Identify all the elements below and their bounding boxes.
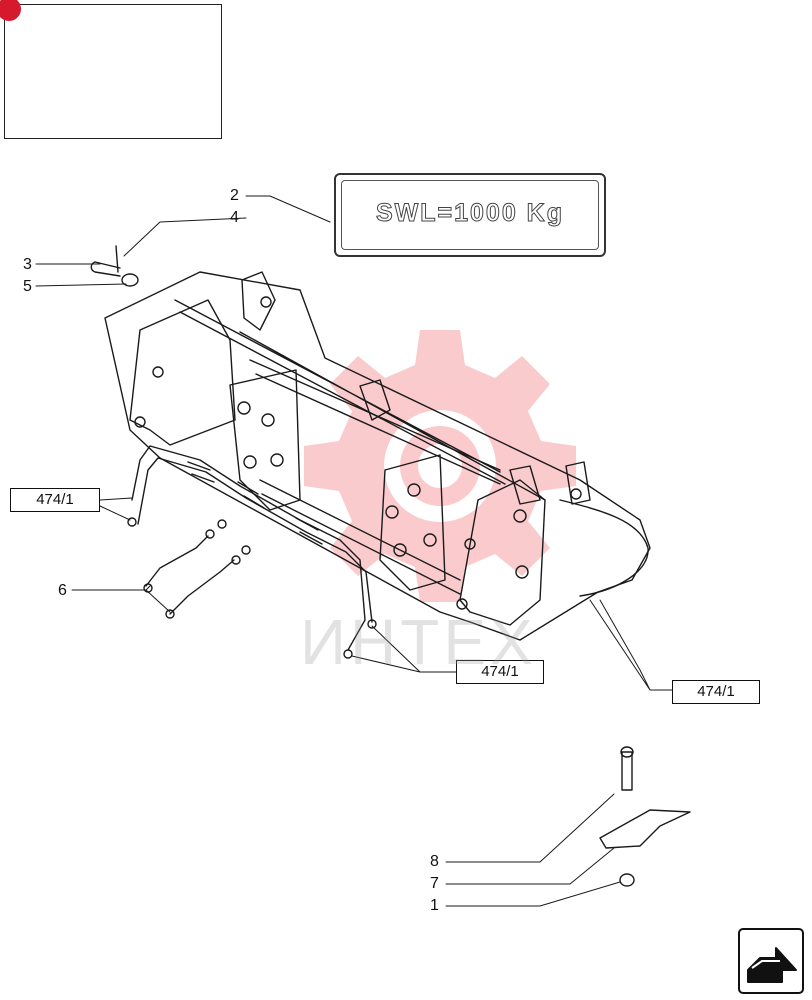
bolt-8 xyxy=(621,751,633,791)
coupler-plate-left xyxy=(229,369,301,511)
hose-fittings xyxy=(187,461,323,545)
upper-lugs xyxy=(241,271,591,505)
callout-5: 5 xyxy=(23,278,32,295)
next-page-button[interactable] xyxy=(738,928,804,994)
tube-assembly-6b xyxy=(169,559,235,615)
callout-4: 4 xyxy=(230,209,239,226)
tooth-7 xyxy=(599,809,691,849)
bucket-top-rail xyxy=(174,299,546,501)
cross-beam-bottom xyxy=(259,479,461,595)
cross-beam-top xyxy=(249,359,501,485)
reference-link-left[interactable]: 474/1 xyxy=(10,488,100,512)
callout-1: 1 xyxy=(430,897,439,914)
watermark-text: ИНТЕХ xyxy=(300,606,537,678)
left-side-plate xyxy=(129,299,236,446)
callout-2: 2 xyxy=(230,187,239,204)
callout-3: 3 xyxy=(23,256,32,273)
bucket-back-outline xyxy=(104,271,651,641)
machine-thumbnail xyxy=(0,0,222,139)
coupler-plate-right xyxy=(379,454,446,591)
bushing-5 xyxy=(121,273,139,287)
reference-link-center[interactable]: 474/1 xyxy=(456,660,544,684)
nut-1 xyxy=(619,873,635,887)
pin-3 xyxy=(90,261,121,277)
swl-text: SWL=1000 Kg xyxy=(375,199,565,228)
swl-label-plate: SWL=1000 Kg xyxy=(334,173,606,257)
callout-8: 8 xyxy=(430,853,439,870)
right-side-plate xyxy=(459,479,546,626)
tube-assembly-6a xyxy=(145,535,209,587)
swl-plate-border xyxy=(341,180,599,250)
next-page-arrow-icon xyxy=(747,947,797,983)
bucket-bottom-curve xyxy=(559,499,649,597)
lock-pin-4 xyxy=(115,245,119,273)
callout-6: 6 xyxy=(58,582,67,599)
corner-badge xyxy=(0,0,21,21)
reference-link-right[interactable]: 474/1 xyxy=(672,680,760,704)
callout-7: 7 xyxy=(430,875,439,892)
hydraulic-tube-left xyxy=(131,445,366,651)
leader-lines xyxy=(35,195,673,907)
